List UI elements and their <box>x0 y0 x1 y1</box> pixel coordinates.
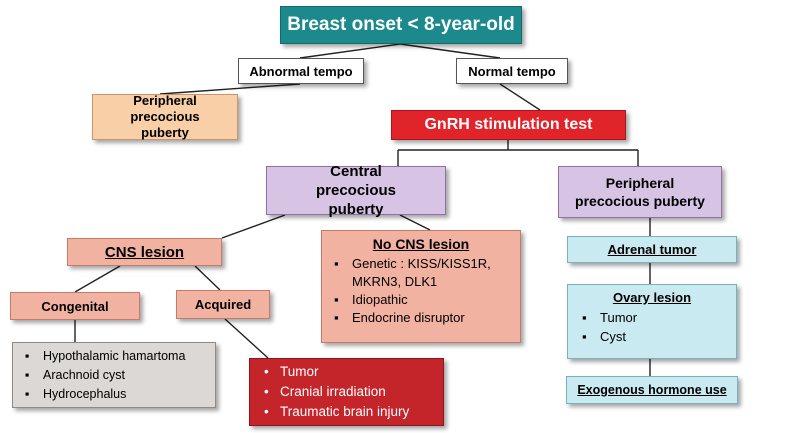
connector-central-nocns <box>399 214 431 231</box>
exogenous-node: Exogenous hormone use <box>566 376 738 404</box>
peripheral-right-node: Peripheral precocious puberty <box>558 166 722 218</box>
list-item: Cyst <box>578 327 726 346</box>
list-item: Hypothalamic hamartoma <box>21 347 207 366</box>
connector-cns-acquired <box>194 265 221 291</box>
connector-central-cns <box>221 214 286 239</box>
connector-cns-congenital <box>74 265 121 293</box>
adrenal-tumor-node: Adrenal tumor <box>567 236 737 263</box>
acquired-list-node: Tumor Cranial irradiation Traumatic brai… <box>249 358 444 426</box>
central-node: Central precocious puberty <box>266 163 446 218</box>
no-cns-lesion-node: No CNS lesion Genetic : KISS/KISS1R, MKR… <box>321 230 521 343</box>
connector-abnormal-peripheral <box>159 83 301 95</box>
normal-tempo-label: Normal tempo <box>468 63 556 79</box>
congenital-node: Congenital <box>10 292 140 320</box>
peripheral-left-label: Peripheral precocious puberty <box>130 93 200 140</box>
acquired-label: Acquired <box>194 297 252 312</box>
acquired-node: Acquired <box>176 290 270 319</box>
list-item: Arachnoid cyst <box>21 366 207 385</box>
adrenal-tumor-label: Adrenal tumor <box>607 242 697 257</box>
list-item: Tumor <box>578 308 726 327</box>
list-item: Hydrocephalus <box>21 385 207 404</box>
gnrh-test-node: GnRH stimulation test <box>391 110 626 140</box>
congenital-label: Congenital <box>41 298 109 314</box>
peripheral-right-label: Peripheral precocious puberty <box>575 175 705 209</box>
ovary-lesion-title: Ovary lesion <box>612 290 692 305</box>
root-node: Breast onset < 8-year-old <box>280 6 522 44</box>
no-cns-lesion-list: Genetic : KISS/KISS1R, MKRN3, DLK1 Idiop… <box>330 255 512 327</box>
list-item: Genetic : KISS/KISS1R, MKRN3, DLK1 <box>330 255 512 291</box>
connector-root-normal <box>399 43 501 59</box>
acquired-list: Tumor Cranial irradiation Traumatic brai… <box>258 362 435 422</box>
central-label: Central precocious puberty <box>315 163 397 218</box>
list-item: Endocrine disruptor <box>330 309 512 327</box>
cns-lesion-label: CNS lesion <box>104 243 185 261</box>
abnormal-tempo-node: Abnormal tempo <box>238 58 364 84</box>
congenital-list: Hypothalamic hamartoma Arachnoid cyst Hy… <box>21 347 207 404</box>
no-cns-lesion-title: No CNS lesion <box>372 236 470 252</box>
connector-acquired-list <box>224 318 269 359</box>
congenital-list-node: Hypothalamic hamartoma Arachnoid cyst Hy… <box>12 342 216 408</box>
list-item: Cranial irradiation <box>258 382 435 402</box>
abnormal-tempo-label: Abnormal tempo <box>249 63 353 79</box>
root-node-label: Breast onset < 8-year-old <box>287 14 515 35</box>
normal-tempo-node: Normal tempo <box>456 58 568 84</box>
list-item: Traumatic brain injury <box>258 402 435 422</box>
exogenous-label: Exogenous hormone use <box>577 383 727 397</box>
list-item: Tumor <box>258 362 435 382</box>
ovary-lesion-node: Ovary lesion Tumor Cyst <box>567 284 737 359</box>
list-item: Idiopathic <box>330 291 512 309</box>
connector-normal-gnrh <box>499 83 541 111</box>
connector-root-abnormal <box>299 43 401 59</box>
gnrh-test-label: GnRH stimulation test <box>424 116 593 133</box>
peripheral-left-node: Peripheral precocious puberty <box>92 93 238 140</box>
ovary-lesion-list: Tumor Cyst <box>578 308 726 346</box>
cns-lesion-node: CNS lesion <box>67 238 222 266</box>
